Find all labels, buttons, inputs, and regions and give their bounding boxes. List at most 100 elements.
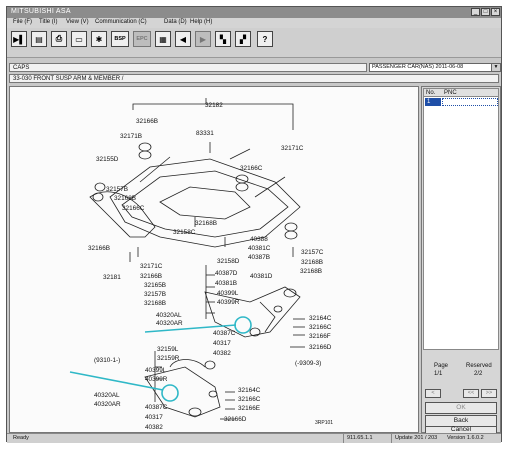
open-book-icon[interactable]: ▤ [31,31,47,47]
part-label[interactable]: (-9309-3) [295,360,322,367]
part-label[interactable]: 40381D [250,273,273,280]
print-icon[interactable]: ⎙ [51,31,67,47]
part-label[interactable]: 32157B [144,291,167,298]
page-value: 1/1 [434,371,443,377]
part-label[interactable]: 40399R [217,299,240,306]
status-bar: Ready 911.65.1.1 Update 201 / 203 Versio… [7,433,501,443]
part-label[interactable]: 32159L [157,346,179,353]
part-label[interactable]: 32166C [238,396,261,403]
menu-bar: File (F) Title (I) View (V) Communicatio… [7,18,501,28]
prev-page-button[interactable]: < [425,389,441,398]
part-label[interactable]: 32166F [309,333,331,340]
part-label[interactable]: 32158D [217,258,240,265]
menu-help[interactable]: Help (H) [190,19,213,25]
part-label[interactable]: 32168B [195,220,218,227]
part-label[interactable]: 32168B [114,195,137,202]
part-label[interactable]: 32164C [309,315,332,322]
part-label[interactable]: 40320AL [156,312,182,319]
part-label[interactable]: 40320AL [94,392,120,399]
part-label[interactable]: 83331 [196,130,214,137]
part-label[interactable]: 32166C [240,165,263,172]
part-label[interactable]: 32166B [136,118,159,125]
prev-all-button[interactable]: << [463,389,479,398]
list-item-pnc[interactable] [442,98,498,106]
part-label[interactable]: 32157B [106,186,129,193]
part-label[interactable]: 32166B [88,245,111,252]
part-label[interactable]: 40399L [145,367,167,374]
status-divider [391,434,392,443]
part-label[interactable]: 32157C [301,249,324,256]
part-label[interactable]: 32166C [122,205,145,212]
part-label[interactable]: 32171B [120,133,143,140]
part-label[interactable]: 40320AR [94,401,121,408]
part-label[interactable]: 40317 [213,340,231,347]
menu-communication[interactable]: Communication (C) [95,19,147,25]
part-label[interactable]: 40387B [248,254,271,261]
part-label[interactable]: 40399L [217,290,239,297]
vehicle-select[interactable]: PASSENGER CAR(NAS) 2011-06-08 ▼ [369,63,501,72]
part-label[interactable]: 40320AR [156,320,183,327]
part-label[interactable]: 32168B [300,268,323,275]
part-label[interactable]: 40317 [145,414,163,421]
column-header-pnc[interactable]: PNC [442,89,498,97]
title-bar: MITSUBISHI ASA _ □ × [7,7,501,18]
copy-icon[interactable]: ▚ [215,31,231,47]
help-icon[interactable]: ? [257,31,273,47]
drawing-code: 3RP101 [315,420,334,426]
part-label[interactable]: 32155D [96,156,119,163]
part-label[interactable]: 32171C [140,263,163,270]
vehicle-select-value: PASSENGER CAR(NAS) 2011-06-08 [372,64,464,70]
menu-view[interactable]: View (V) [66,19,89,25]
maximize-button[interactable]: □ [481,8,490,16]
part-label[interactable]: 40387C [145,404,168,411]
part-label[interactable]: 32164C [238,387,261,394]
part-label[interactable]: 40387D [215,270,238,277]
part-label[interactable]: 32171C [281,145,304,152]
parts-diagram[interactable]: 32182 32166B 83331 32171B 32171C 32155D … [9,86,419,433]
first-page-icon[interactable]: ▶▌ [11,31,27,47]
part-label[interactable]: 32166C [309,324,332,331]
part-list[interactable]: No. PNC 1 [423,88,499,350]
part-label[interactable]: 32158C [173,229,196,236]
close-button[interactable]: × [491,8,500,16]
part-label[interactable]: 40381C [248,245,271,252]
part-label[interactable]: 40382 [213,350,231,357]
part-label[interactable]: 40387C [213,330,236,337]
save-icon[interactable]: ▭ [71,31,87,47]
paste-icon[interactable]: ▞ [235,31,251,47]
chevron-down-icon[interactable]: ▼ [491,64,500,71]
minimize-button[interactable]: _ [471,8,480,16]
part-label[interactable]: 40388 [250,236,268,243]
bsp-icon[interactable]: BSP [111,31,129,47]
column-header-no[interactable]: No. [424,89,442,97]
back-arrow-icon[interactable]: ◀ [175,31,191,47]
epc-icon[interactable]: EPC [133,31,151,47]
part-label[interactable]: 32181 [103,274,121,281]
part-label[interactable]: 40399R [145,376,168,383]
list-item[interactable]: 1 [425,98,441,106]
settings-icon[interactable]: ✱ [91,31,107,47]
part-label[interactable]: 32166D [224,416,247,423]
status-divider [343,434,344,443]
forward-arrow-icon[interactable]: ▶ [195,31,211,47]
status-version: Version 1.6.0.2 [447,435,484,441]
ok-button[interactable]: OK [425,402,497,414]
part-label[interactable]: 32159R [157,355,180,362]
status-code: 911.65.1.1 [347,435,373,441]
toolbar: ▶▌ ▤ ⎙ ▭ ✱ BSP EPC ▦ ◀ ▶ ▚ ▞ ? [7,28,501,58]
part-label[interactable]: 32168B [144,300,167,307]
next-page-button[interactable]: >> [481,389,497,398]
part-label[interactable]: 32166B [140,273,163,280]
part-label[interactable]: 32165B [144,282,167,289]
grid-icon[interactable]: ▦ [155,31,171,47]
part-label[interactable]: 40381B [215,280,238,287]
menu-file[interactable]: File (F) [13,19,32,25]
part-label[interactable]: (9310-1-) [94,357,121,364]
menu-title[interactable]: Title (I) [39,19,58,25]
part-label[interactable]: 40382 [145,424,163,431]
menu-data[interactable]: Data (D) [164,19,187,25]
part-label[interactable]: 32166D [309,344,332,351]
part-label[interactable]: 32166E [238,405,261,412]
part-label[interactable]: 32182 [205,102,223,109]
part-label[interactable]: 32168B [301,259,324,266]
